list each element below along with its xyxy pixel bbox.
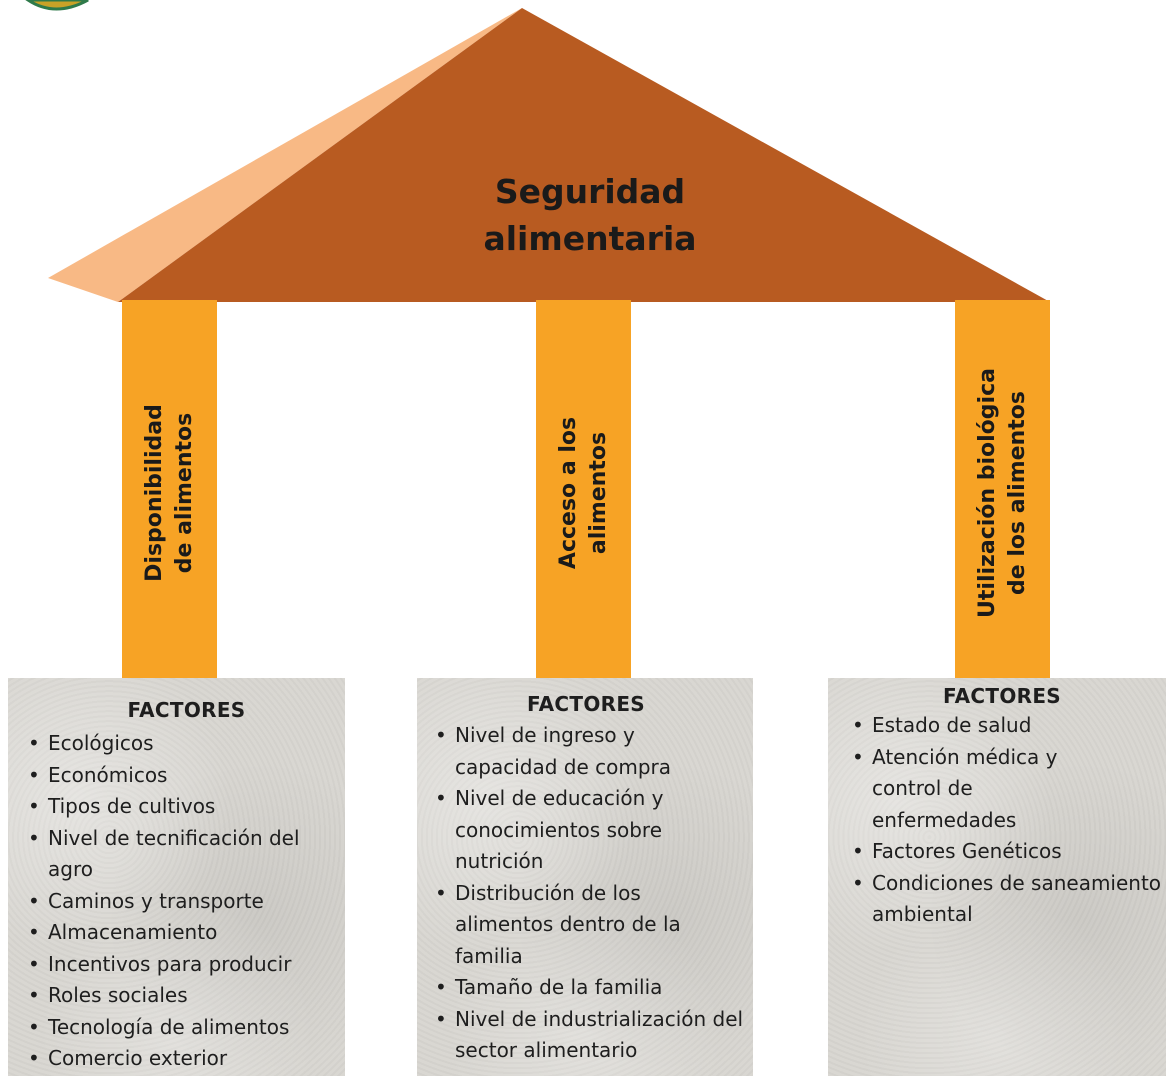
- pillar-utilizacion: Utilización biológica de los alimentos: [955, 300, 1050, 685]
- pillar-label-line-1: Disponibilidad: [141, 403, 167, 582]
- card-title: FACTORES: [942, 684, 1062, 708]
- roof-left-face: [48, 8, 522, 302]
- roof-main-face: [118, 8, 1050, 302]
- factors-card-disponibilidad: FACTORES Ecológicos Económicos Tipos de …: [8, 678, 345, 1076]
- roof-title: Seguridad alimentaria: [440, 168, 740, 262]
- list-item: Económicos: [22, 760, 331, 792]
- list-item: Comercio exterior: [22, 1043, 331, 1075]
- list-item: Factores Genéticos: [846, 836, 1158, 868]
- list-item: Ecológicos: [22, 728, 331, 760]
- list-item: Atención médica y control de enfermedade…: [846, 742, 1072, 837]
- card-title: FACTORES: [526, 692, 646, 716]
- logo-icon: [25, 0, 89, 11]
- list-item: Nivel de industrialización del sector al…: [429, 1004, 755, 1067]
- pillar-acceso: Acceso a los alimentos: [536, 300, 631, 685]
- factors-list: Ecológicos Económicos Tipos de cultivos …: [22, 728, 331, 1075]
- list-item: Roles sociales: [22, 980, 331, 1012]
- pillar-label: Acceso a los alimentos: [554, 303, 614, 683]
- list-item: Nivel de ingreso y capacidad de compra: [429, 720, 720, 783]
- list-item: Nivel de educación y conocimientos sobre…: [429, 783, 725, 878]
- roof-title-line-2: alimentaria: [483, 219, 697, 258]
- list-item: Caminos y transporte: [22, 886, 331, 918]
- roof-graphic: [25, 0, 1050, 302]
- factors-card-acceso: FACTORES Nivel de ingreso y capacidad de…: [417, 678, 753, 1076]
- list-item: Nivel de tecnificación del agro: [22, 823, 310, 886]
- list-item: Condiciones de saneamiento ambiental: [846, 868, 1162, 931]
- pillar-label: Disponibilidad de alimentos: [140, 303, 200, 683]
- list-item: Tipos de cultivos: [22, 791, 331, 823]
- factors-list: Nivel de ingreso y capacidad de compra N…: [429, 720, 743, 1067]
- pillar-disponibilidad: Disponibilidad de alimentos: [122, 300, 217, 685]
- pillar-label-line-1: Utilización biológica: [974, 367, 1000, 618]
- list-item: Tecnología de alimentos: [22, 1012, 331, 1044]
- factors-list: Estado de salud Atención médica y contro…: [846, 710, 1161, 931]
- list-item: Almacenamiento: [22, 917, 331, 949]
- pillar-label-line-2: alimentos: [585, 431, 611, 554]
- roof-title-line-1: Seguridad: [494, 172, 686, 211]
- list-item: Tamaño de la familia: [429, 972, 743, 1004]
- pillar-label-line-2: de alimentos: [171, 412, 197, 573]
- factors-card-utilizacion: FACTORES Estado de salud Atención médica…: [828, 678, 1166, 1076]
- list-item: Incentivos para producir: [22, 949, 331, 981]
- pillar-label-line-1: Acceso a los: [555, 416, 581, 569]
- pillar-label: Utilización biológica de los alimentos: [973, 303, 1033, 683]
- list-item: Distribución de los alimentos dentro de …: [429, 878, 720, 973]
- list-item: Estado de salud: [846, 710, 1158, 742]
- card-title: FACTORES: [127, 698, 246, 722]
- pillar-label-line-2: de los alimentos: [1004, 390, 1030, 595]
